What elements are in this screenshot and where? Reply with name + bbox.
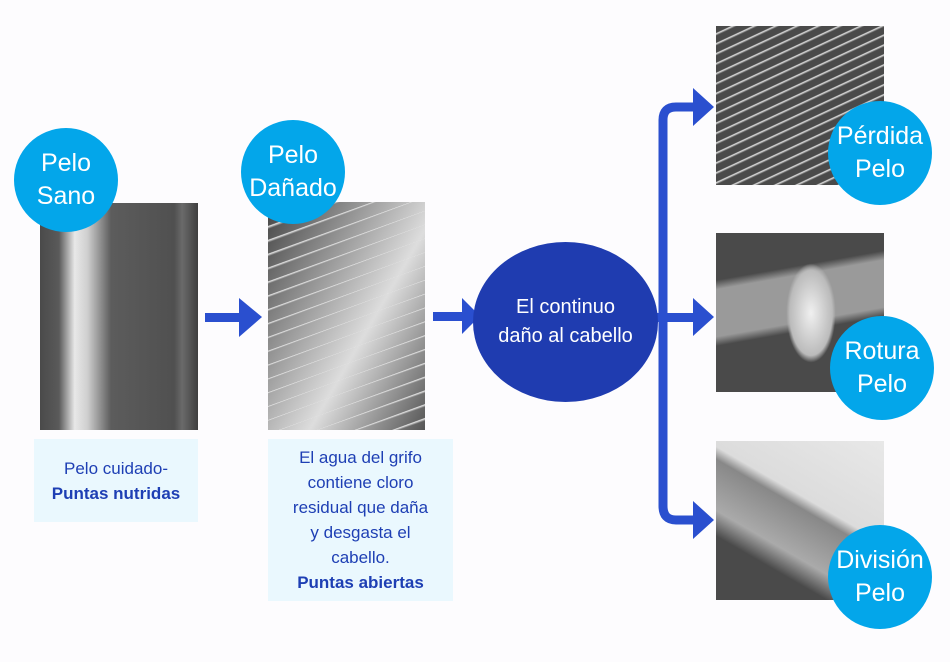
damaged-hair-photo bbox=[268, 202, 425, 430]
arrow-2-shaft bbox=[433, 312, 463, 321]
arrow-1-shaft bbox=[205, 313, 240, 322]
healthy-hair-badge: Pelo Sano bbox=[14, 128, 118, 232]
caption-text: cabello. bbox=[331, 548, 390, 567]
caption-bold-text: Puntas nutridas bbox=[51, 483, 181, 503]
arrow-top-head bbox=[693, 88, 714, 126]
arrow-bottom-head bbox=[693, 501, 714, 539]
damaged-caption: El agua del grifo contiene cloro residua… bbox=[268, 439, 453, 601]
center-text: daño al cabello bbox=[498, 325, 633, 347]
caption-text: contiene cloro bbox=[307, 473, 414, 492]
hair-breakage-badge: Rotura Pelo bbox=[830, 316, 934, 420]
arrow-mid-shaft bbox=[655, 313, 695, 322]
caption-bold-text: Puntas abiertas bbox=[297, 573, 424, 592]
badge-text: Pelo bbox=[40, 149, 92, 177]
arrow-mid-head bbox=[693, 298, 714, 336]
split-hair-badge: División Pelo bbox=[828, 525, 932, 629]
arrow-1-head bbox=[239, 298, 262, 337]
badge-text: Pérdida bbox=[836, 122, 924, 150]
badge-text: Dañado bbox=[249, 174, 337, 202]
damaged-hair-badge: Pelo Dañado bbox=[241, 120, 345, 224]
healthy-hair-photo bbox=[40, 203, 198, 430]
caption-text: y desgasta el bbox=[310, 523, 411, 542]
arrow-2-head bbox=[462, 298, 480, 334]
continuous-damage-node: El continuo daño al cabello bbox=[473, 242, 658, 402]
hair-loss-badge: Pérdida Pelo bbox=[828, 101, 932, 205]
badge-text: Pelo bbox=[854, 579, 906, 607]
badge-text: División bbox=[836, 546, 924, 574]
badge-text: Pelo bbox=[856, 370, 908, 398]
branch-connector bbox=[658, 102, 700, 525]
caption-text: residual que daña bbox=[292, 498, 429, 517]
caption-text: El agua del grifo bbox=[299, 448, 422, 467]
badge-text: Sano bbox=[36, 182, 96, 210]
healthy-caption: Pelo cuidado- Puntas nutridas bbox=[34, 439, 198, 522]
badge-text: Pelo bbox=[267, 141, 319, 169]
center-text: El continuo bbox=[516, 296, 615, 318]
badge-text: Pelo bbox=[854, 155, 906, 183]
caption-text: Pelo cuidado- bbox=[64, 458, 168, 478]
badge-text: Rotura bbox=[844, 337, 920, 365]
